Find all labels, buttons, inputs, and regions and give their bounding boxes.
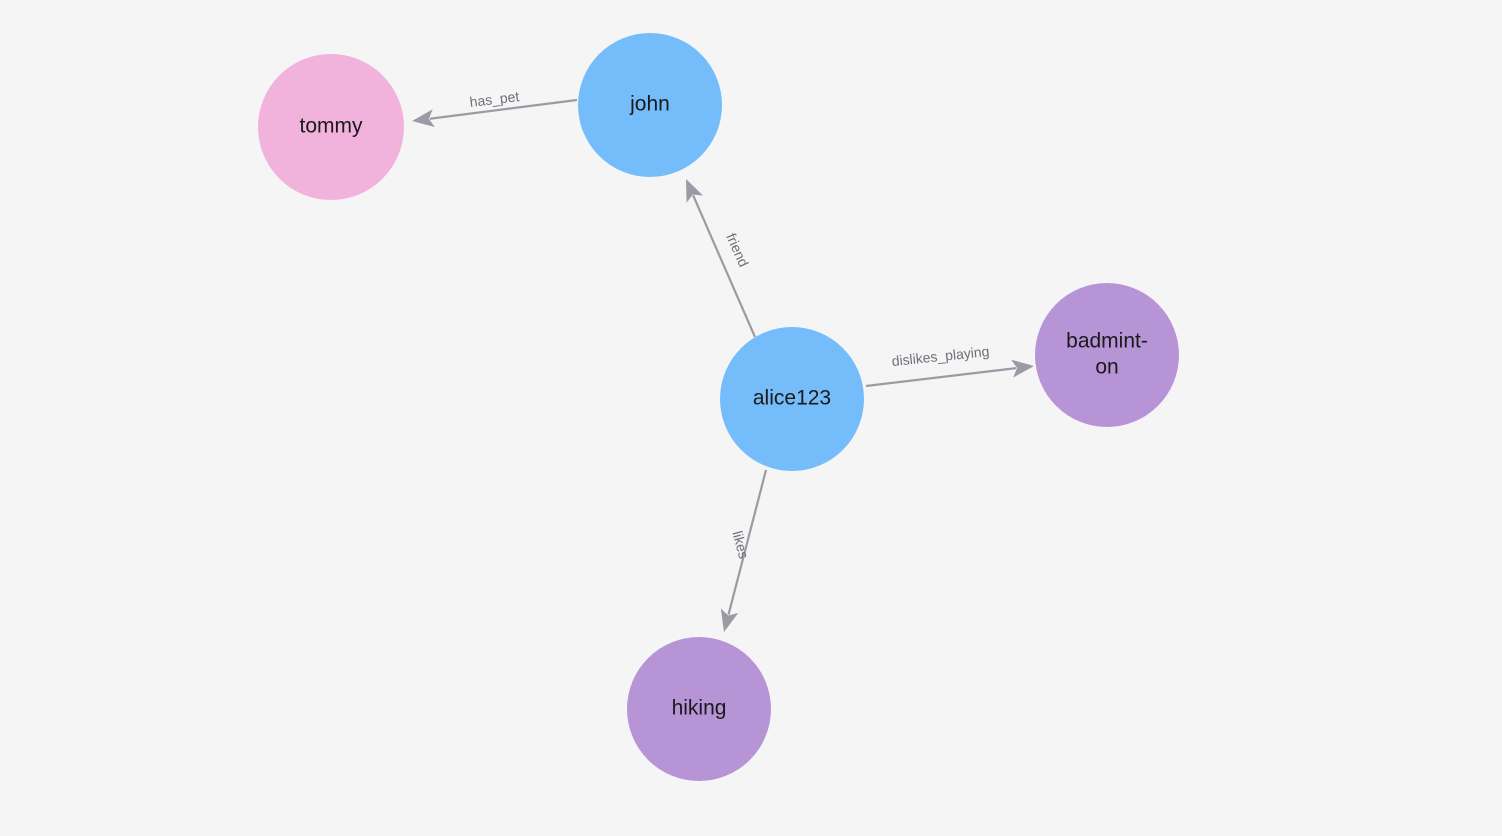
graph-edge[interactable]: friend xyxy=(686,179,757,338)
graph-node-hiking[interactable]: hiking xyxy=(627,637,771,781)
node-label: tommy xyxy=(300,115,364,138)
node-label: alice123 xyxy=(753,387,831,410)
edge-arrowhead-icon xyxy=(1011,359,1034,378)
graph-edge[interactable]: has_pet xyxy=(412,88,578,128)
node-label: hiking xyxy=(672,697,727,720)
edge-line xyxy=(692,195,757,338)
node-circle[interactable] xyxy=(720,327,864,471)
node-label: on xyxy=(1095,356,1118,379)
edge-label: has_pet xyxy=(469,88,521,110)
edge-label: friend xyxy=(723,231,752,270)
node-label: badmint- xyxy=(1066,330,1148,353)
node-label: john xyxy=(629,93,670,116)
graph-edge[interactable]: likes xyxy=(720,469,768,632)
graph-node-alice123[interactable]: alice123 xyxy=(720,327,864,471)
edge-arrowhead-icon xyxy=(412,109,435,128)
edge-arrowhead-icon xyxy=(720,608,739,632)
nodes-layer: tommy john alice123 badmint-on hiking xyxy=(258,33,1179,781)
edge-arrowhead-icon xyxy=(686,179,704,203)
graph-node-badminton[interactable]: badmint-on xyxy=(1035,283,1179,427)
edge-label: likes xyxy=(729,529,752,560)
edge-label: dislikes_playing xyxy=(891,343,990,369)
graph-node-tommy[interactable]: tommy xyxy=(258,54,404,200)
node-circle[interactable] xyxy=(1035,283,1179,427)
node-circle[interactable] xyxy=(258,54,404,200)
edge-line xyxy=(429,98,578,120)
graph-node-john[interactable]: john xyxy=(578,33,722,177)
edge-line xyxy=(727,469,768,615)
node-circle[interactable] xyxy=(578,33,722,177)
edge-line xyxy=(865,367,1017,388)
graph-edge[interactable]: dislikes_playing xyxy=(865,343,1034,388)
node-circle[interactable] xyxy=(627,637,771,781)
